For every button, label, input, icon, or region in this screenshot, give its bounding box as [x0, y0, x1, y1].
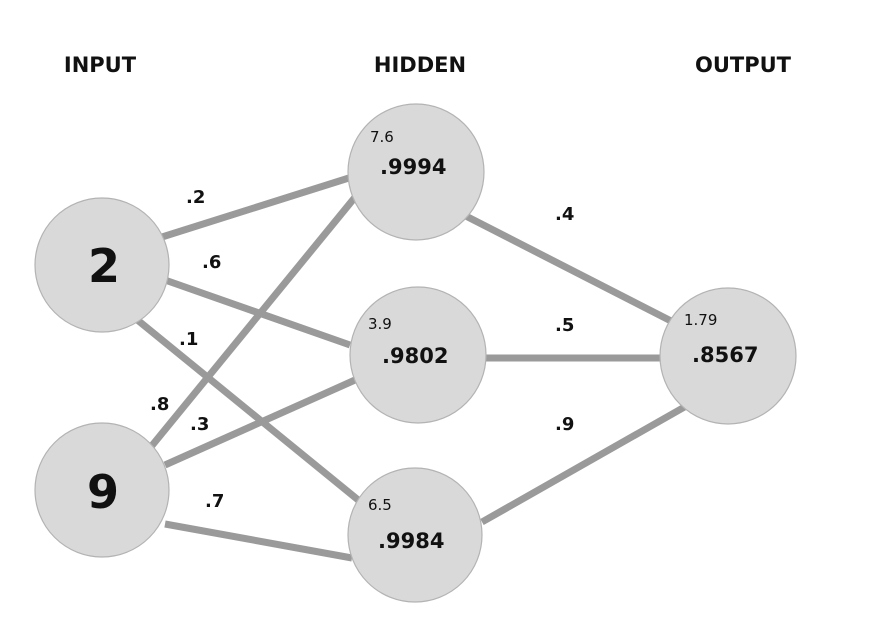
edge-hidden3-output	[480, 401, 690, 526]
edge-hidden1-output	[456, 208, 675, 326]
hidden-layer-title: HIDDEN	[374, 53, 466, 77]
hidden-node-3-net: 6.5	[368, 496, 392, 514]
weight-label-input2-hidden2: .3	[190, 414, 209, 435]
hidden-node-2-net: 3.9	[368, 315, 392, 333]
weight-label-input1-hidden3: .1	[179, 329, 198, 350]
input-layer-title: INPUT	[64, 53, 137, 77]
input-node-1: 2	[34, 197, 170, 333]
hidden-node-1-activation: .9994	[380, 155, 446, 179]
output-node-1-circle	[659, 287, 797, 425]
output-node-1-activation: .8567	[692, 343, 758, 367]
hidden-node-1-net: 7.6	[370, 128, 394, 146]
weight-label-input1-hidden1: .2	[186, 187, 205, 208]
edge-input2-hidden3	[164, 520, 353, 562]
input-node-2-value: 9	[87, 465, 119, 519]
weight-label-hidden1-output: .4	[555, 204, 574, 225]
output-node-1-net: 1.79	[684, 311, 717, 329]
edge-input1-hidden1	[160, 173, 354, 241]
edge-input2-hidden2	[163, 376, 357, 469]
hidden-node-2-activation: .9802	[382, 344, 448, 368]
hidden-output-weight-labels: .4 .5 .9	[555, 204, 574, 435]
input-node-2: 9	[34, 422, 170, 558]
hidden-node-2-circle	[349, 286, 487, 424]
input-hidden-connections	[132, 173, 371, 562]
edge-input1-hidden3	[132, 315, 371, 511]
hidden-node-3-activation: .9984	[378, 529, 444, 553]
hidden-node-3-circle	[347, 467, 483, 603]
weight-label-input1-hidden2: .6	[202, 252, 221, 273]
edge-input2-hidden1	[147, 182, 368, 451]
hidden-node-2: 3.9 .9802	[349, 286, 487, 424]
input-hidden-weight-labels: .2 .6 .1 .8 .3 .7	[150, 187, 224, 512]
hidden-node-3: 6.5 .9984	[347, 467, 483, 603]
weight-label-hidden2-output: .5	[555, 315, 574, 336]
input-node-1-value: 2	[88, 239, 120, 293]
hidden-node-1-circle	[347, 103, 485, 241]
output-layer-title: OUTPUT	[695, 53, 792, 77]
weight-label-input2-hidden3: .7	[205, 491, 224, 512]
hidden-output-connections	[456, 208, 690, 526]
output-node-1: 1.79 .8567	[659, 287, 797, 425]
hidden-node-1: 7.6 .9994	[347, 103, 485, 241]
input-node-2-circle	[34, 422, 170, 558]
weight-label-hidden3-output: .9	[555, 414, 574, 435]
input-node-1-circle	[34, 197, 170, 333]
weight-label-input2-hidden1: .8	[150, 394, 169, 415]
